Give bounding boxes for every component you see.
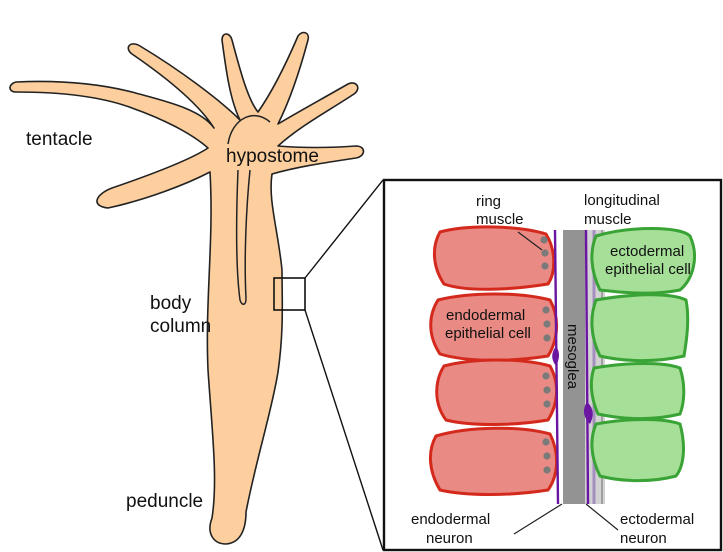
ecto-cell xyxy=(592,295,688,361)
nucleus-dot xyxy=(542,372,549,379)
nucleus-dot xyxy=(543,386,550,393)
label-ecto-epithelial-2: epithelial cell xyxy=(605,261,691,278)
nucleus-dot xyxy=(542,306,549,313)
label-longitudinal: longitudinal xyxy=(584,192,660,209)
label-endo-neuron-1: endodermal xyxy=(411,511,490,528)
label-ring: ring xyxy=(476,193,501,210)
ecto-cell xyxy=(591,364,683,419)
nucleus-dot xyxy=(542,438,549,445)
label-hypostome: hypostome xyxy=(226,146,319,167)
label-tentacle: tentacle xyxy=(26,129,93,150)
nucleus-dot xyxy=(541,262,548,269)
label-mesoglea: mesoglea xyxy=(564,324,581,390)
label-column: column xyxy=(150,316,211,337)
nucleus-dot xyxy=(540,236,547,243)
hydra-outline xyxy=(10,33,364,544)
label-longitudinal-muscle: muscle xyxy=(584,211,632,228)
zoom-line-top xyxy=(305,180,383,278)
label-ring-muscle: muscle xyxy=(476,211,524,228)
nucleus-dot xyxy=(543,334,550,341)
label-ecto-neuron-2: neuron xyxy=(620,530,667,547)
endo-cell xyxy=(430,428,556,494)
nucleus-dot xyxy=(543,320,550,327)
label-peduncle: peduncle xyxy=(126,491,203,512)
tissue-inset xyxy=(384,180,721,550)
endo-cell xyxy=(434,227,553,289)
label-endo-epithelial-1: endodermal xyxy=(446,307,525,324)
ecto-cell xyxy=(592,420,684,481)
hydra-body xyxy=(10,33,383,550)
endo-cell xyxy=(437,360,557,425)
label-ecto-epithelial-1: ectodermal xyxy=(610,243,684,260)
nucleus-dot xyxy=(541,249,548,256)
label-ecto-neuron-1: ectodermal xyxy=(620,511,694,528)
label-endo-neuron-2: neuron xyxy=(426,530,473,547)
nucleus-dot xyxy=(543,452,550,459)
label-endo-epithelial-2: epithelial cell xyxy=(445,325,531,342)
nucleus-dot xyxy=(543,400,550,407)
nucleus-dot xyxy=(543,466,550,473)
label-body: body xyxy=(150,293,192,314)
zoom-line-bottom xyxy=(305,310,383,550)
